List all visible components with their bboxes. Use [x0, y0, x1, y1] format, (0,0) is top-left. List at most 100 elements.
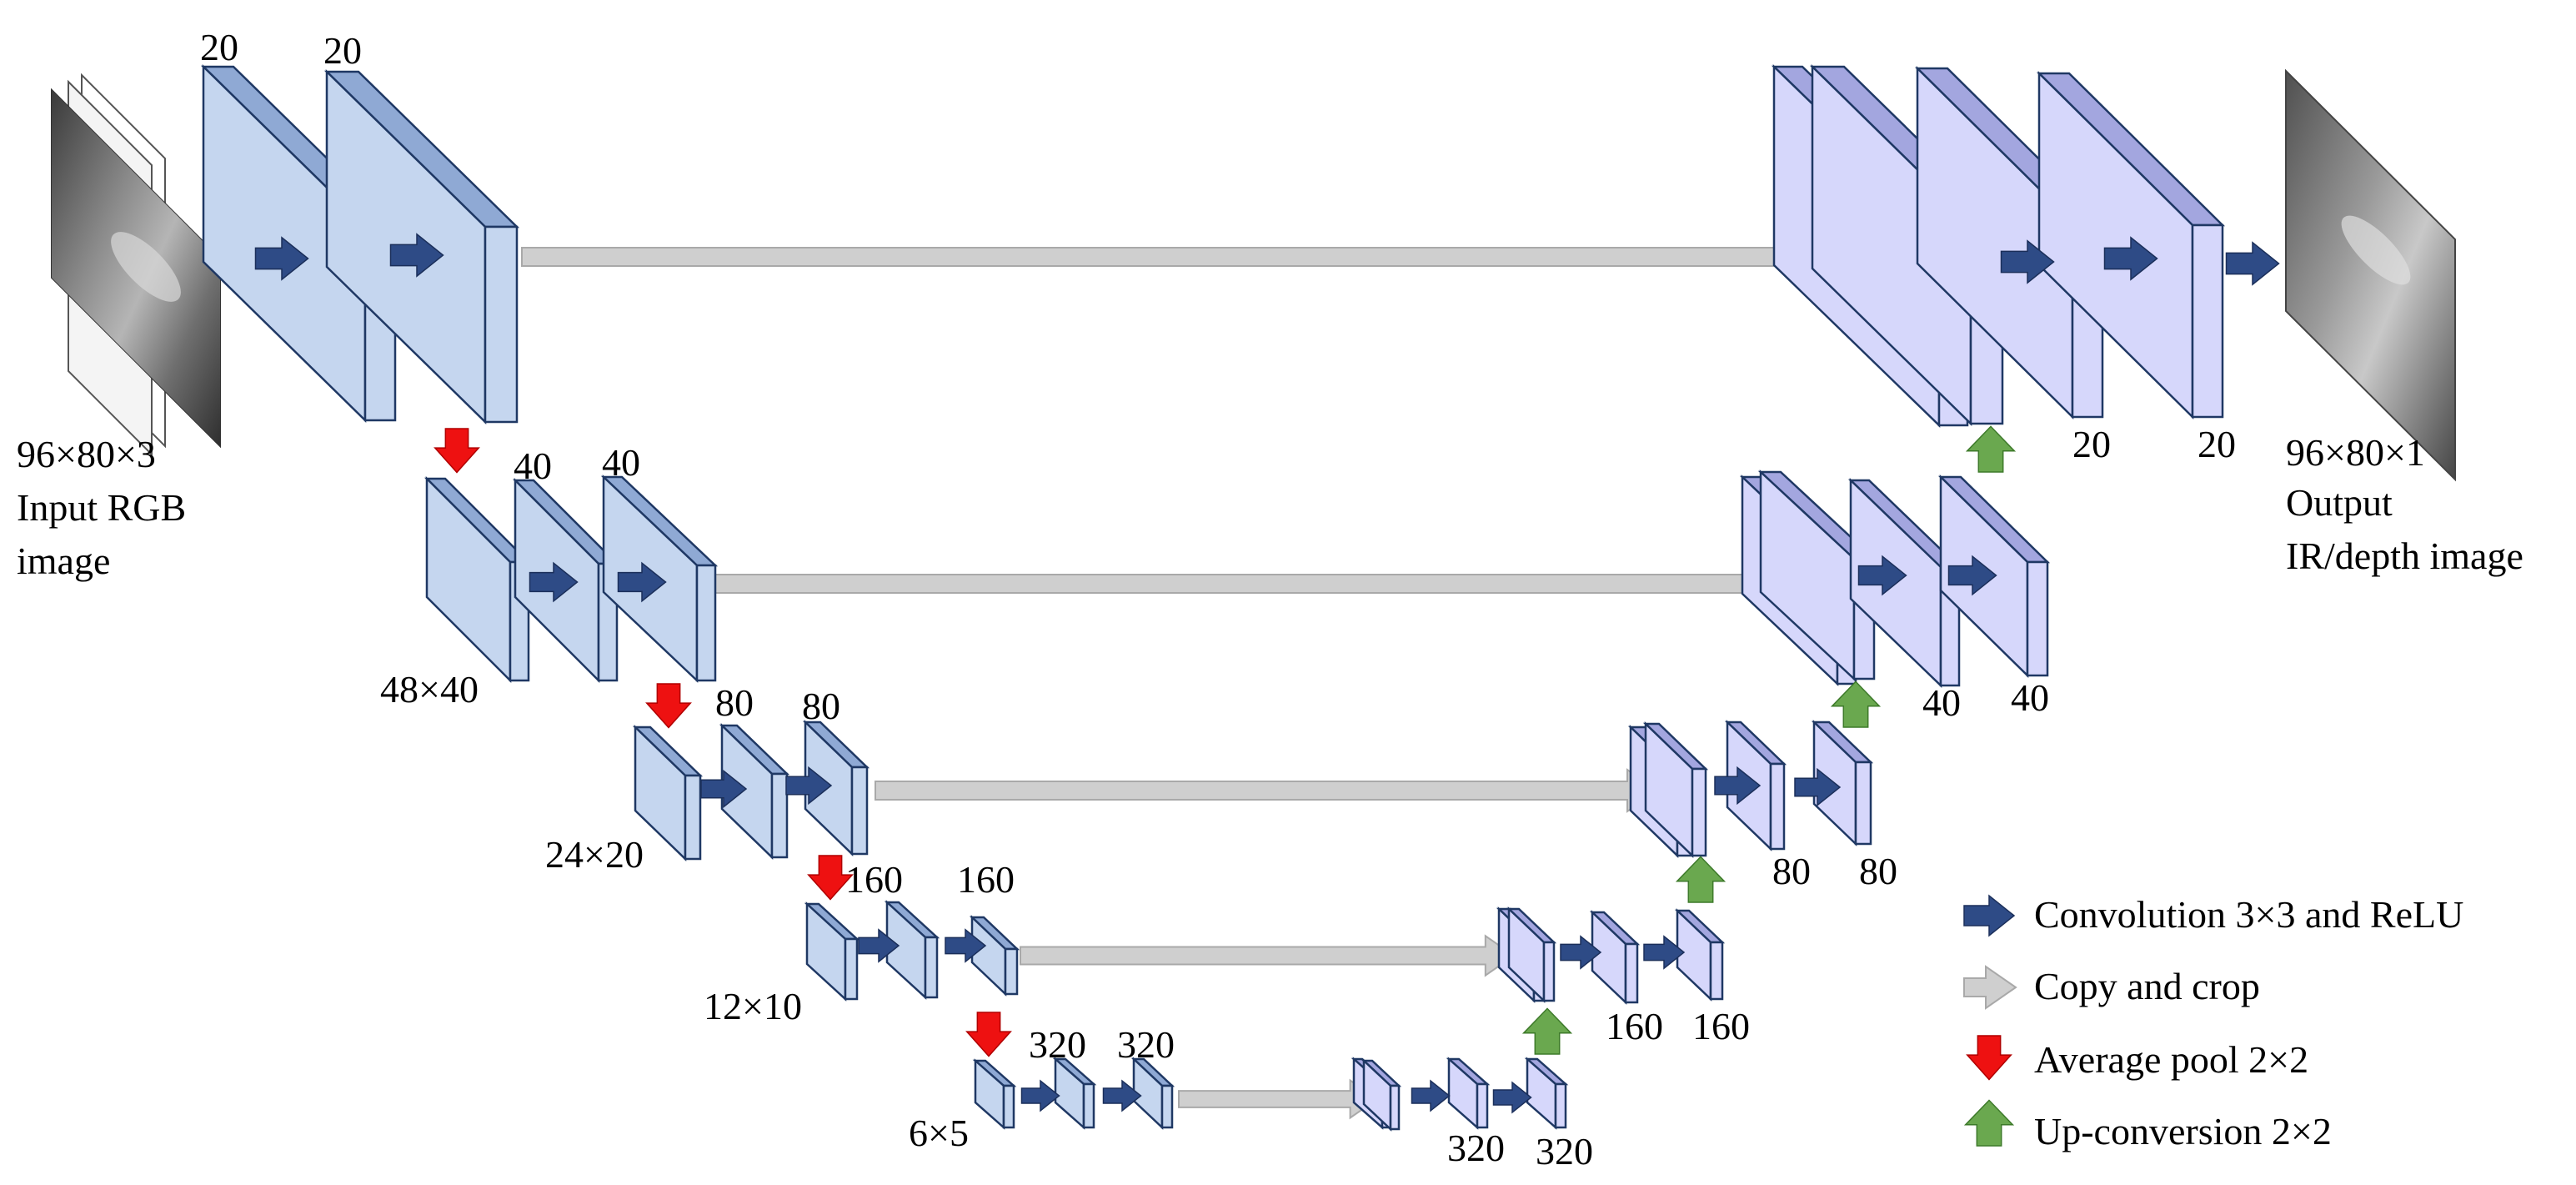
legend [1963, 894, 2017, 1147]
up-arrow-4 [1521, 1007, 1573, 1055]
dec4-block-c [1674, 908, 1726, 1002]
output-title-line1: Output [2286, 481, 2393, 524]
enc1-conv-arrow-1 [254, 236, 309, 281]
pool-arrows [434, 428, 1012, 1057]
enc4-block-b [884, 900, 940, 1000]
dec5-channels-a: 320 [1447, 1127, 1505, 1169]
dec2-block-c-edge [2026, 560, 2049, 677]
output-title-line2: IR/depth image [2286, 535, 2523, 577]
dec1-conv-arrow-1 [2000, 239, 2055, 284]
enc5-block-b-edge [1082, 1082, 1095, 1129]
dec4-block-a [1506, 906, 1557, 1003]
enc2-block-a [423, 475, 532, 684]
enc4-block-a-edge [844, 937, 859, 1001]
dec3-block-b [1724, 720, 1787, 851]
enc4-channels-a: 160 [845, 858, 903, 901]
dec1-channels-a: 20 [2072, 423, 2111, 465]
input-image [51, 73, 221, 457]
up-arrows [1521, 425, 2017, 1055]
dec2-channels-a: 40 [1922, 681, 1961, 724]
enc3-block-b [719, 723, 790, 860]
dec5-block-a-edge [1389, 1084, 1401, 1131]
up-arrow-2 [1830, 680, 1882, 728]
pool-arrow-3 [807, 855, 854, 901]
dec3-block-b-edge [1769, 762, 1786, 851]
dec3-conv-arrow-1 [1714, 766, 1762, 806]
dec2-conv-arrow-2 [1947, 555, 1997, 596]
input-title-line1: Input RGB [17, 486, 186, 529]
legend-green-up-arrow-icon [1963, 1099, 2015, 1147]
dec4-block-b-edge [1624, 942, 1639, 1004]
pool-arrow-2 [645, 683, 692, 729]
enc4-block-b-edge [924, 936, 939, 999]
output-image [2285, 68, 2456, 482]
enc5-block-a [972, 1058, 1017, 1130]
blocks [200, 64, 2226, 1132]
enc3-block-c-edge [850, 766, 869, 856]
legend-label-pool: Average pool 2×2 [2034, 1038, 2308, 1081]
enc5-conv-arrow-2 [1102, 1079, 1142, 1112]
enc1-channels-a: 20 [200, 26, 238, 68]
dec3-channels-a: 80 [1772, 850, 1811, 892]
copy-arrow-level-1 [521, 234, 1852, 279]
enc5-block-c-edge [1160, 1084, 1174, 1129]
dec5-conv-arrow-1 [1411, 1079, 1451, 1112]
legend-label-up: Up-conversion 2×2 [2034, 1110, 2332, 1152]
enc3-conv-arrow-2 [785, 766, 833, 806]
legend-label-conv: Convolution 3×3 and ReLU [2034, 893, 2463, 936]
enc3-channels-b: 80 [802, 685, 840, 727]
enc5-resolution: 6×5 [909, 1112, 969, 1154]
dec4-block-b [1589, 910, 1641, 1005]
dec3-block-a-edge [1691, 767, 1707, 857]
dec4-block-c-edge [1709, 941, 1724, 1001]
enc4-conv-arrow-1 [858, 928, 900, 963]
input-mouth [111, 232, 181, 302]
legend-label-copy: Copy and crop [2034, 965, 2260, 1007]
enc2-resolution: 48×40 [380, 668, 479, 710]
pool-arrow-4 [965, 1012, 1012, 1057]
enc4-conv-arrow-2 [945, 928, 987, 963]
enc4-block-c-edge [1004, 947, 1019, 996]
copy-arrow-level-5 [1178, 1078, 1379, 1120]
dec3-conv-arrow-2 [1794, 767, 1842, 807]
copy-arrow-level-2 [714, 561, 1789, 606]
dec1-conv-arrow-2 [2103, 236, 2158, 281]
enc4-resolution: 12×10 [704, 985, 802, 1027]
enc2-channels-a: 40 [514, 444, 552, 487]
dec5-block-b [1446, 1057, 1491, 1130]
enc5-block-a-edge [1002, 1084, 1015, 1129]
output-mouth [2341, 215, 2411, 285]
enc5-channels-a: 320 [1029, 1023, 1086, 1066]
dec3-channels-b: 80 [1859, 850, 1897, 892]
dec1-conv-arrow-out [2225, 241, 2280, 286]
dec5-block-c-edge [1554, 1082, 1567, 1129]
output-size-label: 96×80×1 [2286, 431, 2425, 474]
dec3-block-a [1642, 721, 1709, 858]
enc3-block-a-edge [684, 774, 702, 861]
enc3-conv-arrow-1 [700, 769, 748, 809]
dec4-conv-arrow-2 [1643, 935, 1686, 970]
copy-arrow-level-3 [875, 768, 1659, 813]
enc1-conv-arrow-2 [389, 233, 444, 278]
enc4-channels-b: 160 [957, 858, 1015, 901]
output-face-image [2285, 68, 2456, 482]
dec5-conv-arrow-2 [1492, 1081, 1532, 1114]
enc4-block-a [804, 901, 860, 1002]
dec4-channels-a: 160 [1606, 1005, 1663, 1047]
enc2-channels-b: 40 [602, 441, 640, 484]
enc1-block-b-edge [484, 225, 519, 424]
conv-arrows [254, 233, 2280, 1114]
input-size-label: 96×80×3 [17, 433, 156, 475]
dec4-channels-b: 160 [1692, 1005, 1750, 1047]
enc5-channels-b: 320 [1117, 1023, 1175, 1066]
input-title-line2: image [17, 540, 110, 582]
enc2-block-c-edge [695, 564, 717, 682]
enc3-block-a [632, 725, 704, 861]
dec1-block-c-edge [2191, 223, 2224, 419]
enc5-block-b [1052, 1057, 1097, 1130]
enc5-block-c [1130, 1057, 1175, 1130]
legend-gray-arrow-icon [1963, 965, 2017, 1010]
dec5-block-c [1524, 1057, 1569, 1130]
